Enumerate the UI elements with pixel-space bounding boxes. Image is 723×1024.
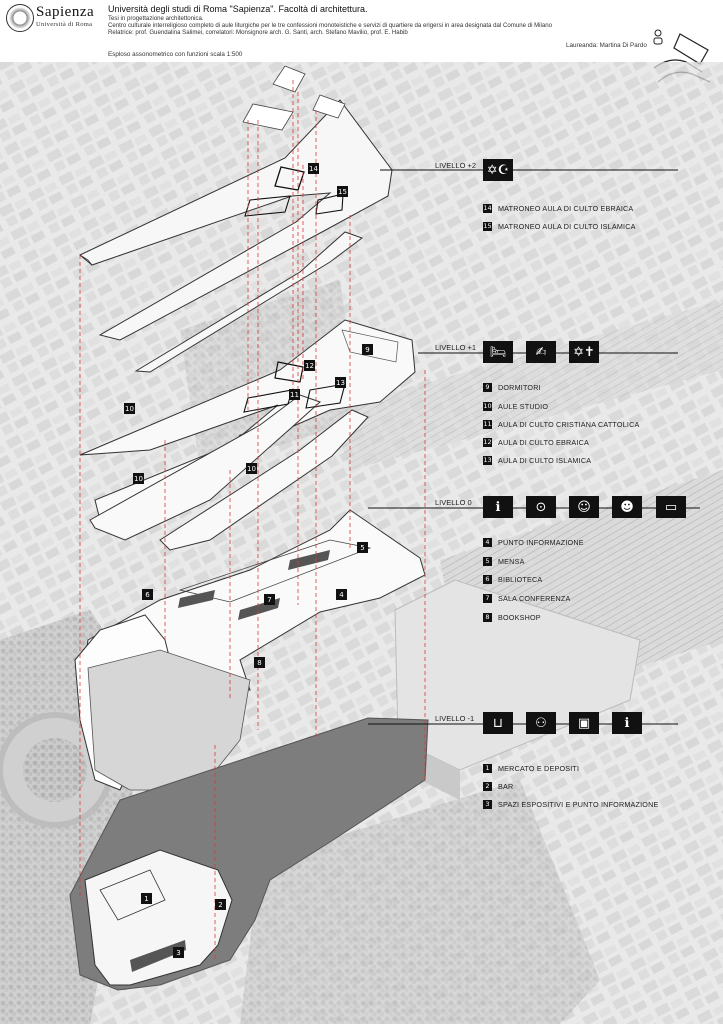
legend-text: BIBLIOTECA: [498, 574, 543, 584]
roof-fragment: [272, 65, 306, 93]
market-basket-icon: ⊔: [483, 712, 513, 734]
university-name: Sapienza: [36, 4, 95, 20]
thesis-line: Relatrice: prof. Guendalina Salimei, cor…: [108, 29, 408, 37]
plan-marker: 15: [337, 186, 348, 197]
plan-marker: 1: [141, 893, 152, 904]
open-book-icon: ▭: [656, 496, 686, 518]
legend-text: MATRONEO AULA DI CULTO ISLAMICA: [498, 221, 636, 231]
legend-item: 1 MERCATO E DEPOSITI: [483, 763, 579, 773]
dining-plate-icon: ⊙: [526, 496, 556, 518]
plan-marker: 9: [362, 344, 373, 355]
legend-text: MENSA: [498, 556, 525, 566]
legend-number: 5: [483, 556, 492, 566]
legend-item: 8 BOOKSHOP: [483, 612, 541, 622]
thesis-line: Tesi in progettazione architettonica.: [108, 15, 204, 22]
legend-number: 6: [483, 574, 492, 584]
legend-text: DORMITORI: [498, 382, 541, 392]
plan-marker: 11: [289, 389, 300, 400]
roof-fragment: [242, 103, 294, 131]
legend-number: 2: [483, 781, 492, 791]
thesis-line: Centro culturale interreligioso completo…: [108, 22, 553, 30]
level-minus-1-label: LIVELLO -1: [435, 714, 475, 723]
legend-item: 10 AULE STUDIO: [483, 401, 548, 411]
legend-text: MATRONEO AULA DI CULTO EBRAICA: [498, 203, 634, 213]
legend-number: 7: [483, 593, 492, 603]
level-plus-2-label: LIVELLO +2: [435, 161, 477, 170]
legend-text: AULA DI CULTO ISLAMICA: [498, 455, 592, 465]
plan-marker: 10: [133, 473, 144, 484]
thesis-info: Università degli studi di Roma "Sapienza…: [108, 4, 578, 37]
university-subtitle: Università di Roma: [36, 21, 93, 28]
legend-item: 5 MENSA: [483, 556, 525, 566]
plan-marker: 6: [142, 589, 153, 600]
plan-marker: 14: [308, 163, 319, 174]
info-point-icon: ℹ: [612, 712, 642, 734]
conference-icon: ☻: [612, 496, 642, 518]
legend-text: AULA DI CULTO EBRAICA: [498, 437, 590, 447]
study-desk-icon: ✍: [526, 341, 556, 363]
legend-number: 8: [483, 612, 492, 622]
legend-item: 14 MATRONEO AULA DI CULTO EBRAICA: [483, 203, 633, 213]
legend-number: 15: [483, 221, 492, 231]
faith-symbols-icon: ✡✝: [569, 341, 599, 363]
plan-marker: 4: [336, 589, 347, 600]
legend-number: 1: [483, 763, 492, 773]
legend-item: 12 AULA DI CULTO EBRAICA: [483, 437, 589, 447]
legend-text: SPAZI ESPOSITIVI E PUNTO INFORMAZIONE: [498, 799, 659, 809]
legend-number: 10: [483, 401, 492, 411]
legend-number: 9: [483, 382, 492, 392]
legend-number: 14: [483, 203, 492, 213]
legend-text: AULE STUDIO: [498, 401, 549, 411]
legend-item: 11 AULA DI CULTO CRISTIANA CATTOLICA: [483, 419, 639, 429]
level-plus-2-slab: [79, 99, 393, 341]
legend-text: MERCATO E DEPOSITI: [498, 763, 580, 773]
legend-item: 7 SALA CONFERENZA: [483, 593, 571, 603]
legend-text: BAR: [498, 781, 514, 791]
exhibition-frame-icon: ▣: [569, 712, 599, 734]
university-seal-icon: [6, 4, 34, 32]
faith-symbols-icon: ✡☪: [483, 159, 513, 181]
legend-item: 4 PUNTO INFORMAZIONE: [483, 537, 584, 547]
legend-item: 15 MATRONEO AULA DI CULTO ISLAMICA: [483, 221, 636, 231]
plan-marker: 12: [304, 360, 315, 371]
legend-text: AULA DI CULTO CRISTIANA CATTOLICA: [498, 419, 640, 429]
thesis-title: Università degli studi di Roma "Sapienza…: [108, 4, 368, 14]
legend-number: 3: [483, 799, 492, 809]
legend-item: 2 BAR: [483, 781, 513, 791]
plan-marker: 8: [254, 657, 265, 668]
alignment-lines: [79, 80, 426, 960]
legend-number: 12: [483, 437, 492, 447]
legend-item: 13 AULA DI CULTO ISLAMICA: [483, 455, 591, 465]
legend-text: PUNTO INFORMAZIONE: [498, 537, 584, 547]
railway-yard: [330, 300, 723, 470]
level-plus-1-label: LIVELLO +1: [435, 343, 477, 352]
bed-icon: 🛏: [483, 341, 513, 363]
legend-text: SALA CONFERENZA: [498, 593, 571, 603]
legend-number: 13: [483, 455, 492, 465]
scale-note: Esploso assonometrico con funzioni scala…: [108, 51, 243, 58]
student-name: Laureanda: Martina Di Pardo: [566, 42, 647, 49]
bar-table-icon: ⚇: [526, 712, 556, 734]
roof-fragment: [312, 94, 346, 119]
legend-text: BOOKSHOP: [498, 612, 541, 622]
plan-marker: 10: [124, 403, 135, 414]
plan-marker: 7: [264, 594, 275, 605]
info-point-icon: ℹ: [483, 496, 513, 518]
plan-marker: 10: [246, 463, 257, 474]
plan-marker: 2: [215, 899, 226, 910]
plan-marker: 5: [357, 542, 368, 553]
legend-item: 3 SPAZI ESPOSITIVI E PUNTO INFORMAZIONE: [483, 799, 659, 809]
level-0-courtyard: [87, 649, 251, 791]
legend-item: 9 DORMITORI: [483, 382, 541, 392]
level-0-label: LIVELLO 0: [435, 498, 472, 507]
plan-marker: 13: [335, 377, 346, 388]
title-block: Sapienza Università di Roma Università d…: [0, 0, 723, 83]
legend-number: 4: [483, 537, 492, 547]
legend-number: 11: [483, 419, 492, 429]
legend-item: 6 BIBLIOTECA: [483, 574, 542, 584]
reader-icon: ☺: [569, 496, 599, 518]
level-minus-1-plan: [84, 849, 233, 986]
plan-marker: 3: [173, 947, 184, 958]
